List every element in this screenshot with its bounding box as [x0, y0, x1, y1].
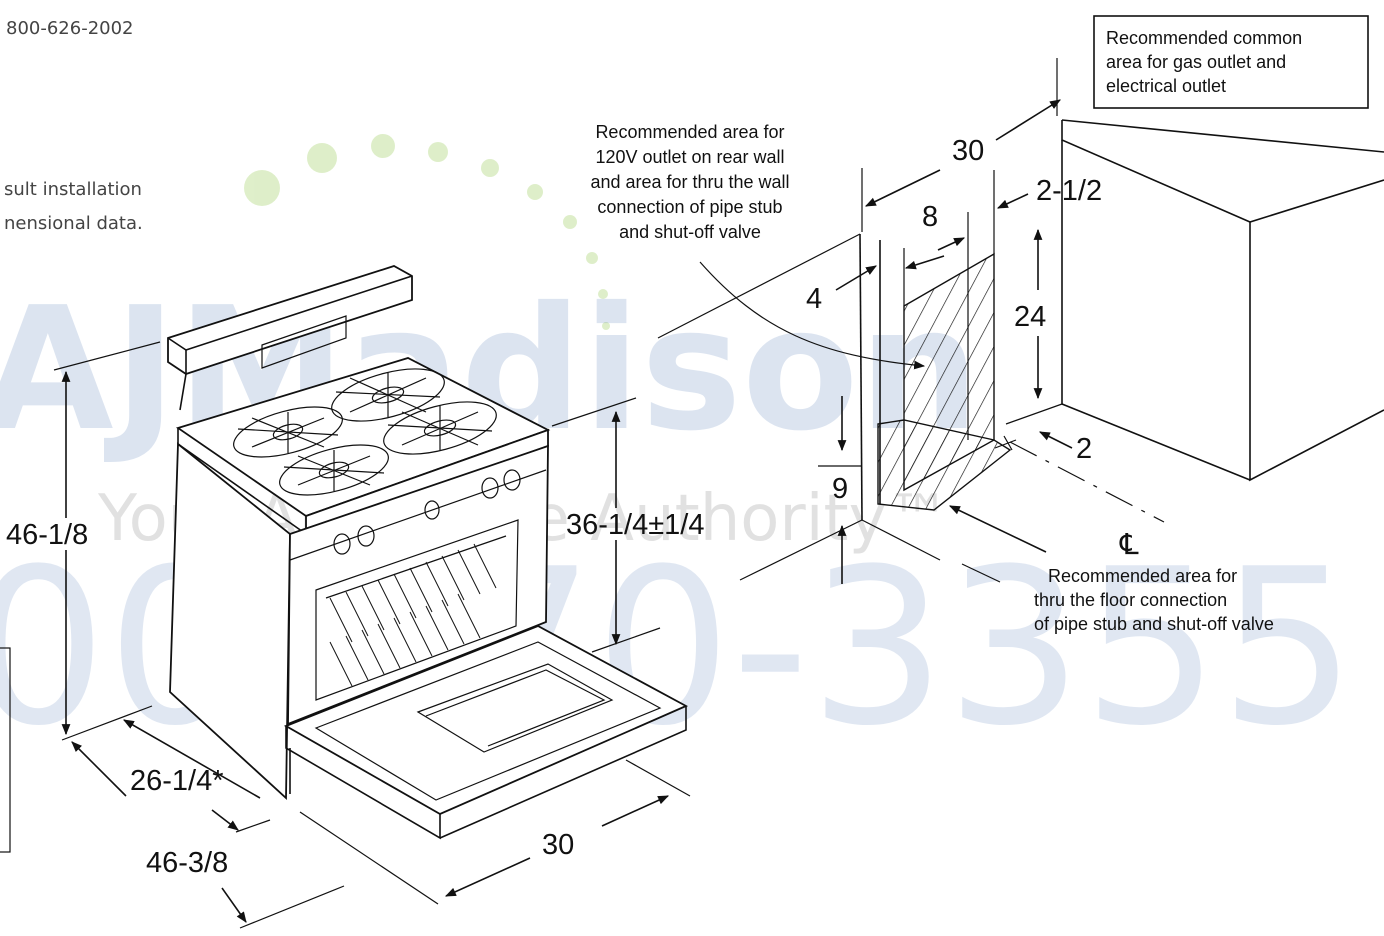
watermark-dots [244, 134, 610, 330]
range-dimensions: 46-1/8 36-1/4±1/4 26-1/4* 46-3/8 30 [6, 341, 704, 929]
callout-rear-line4: connection of pipe stub [597, 197, 782, 217]
dim-cooktop-height: 36-1/4±1/4 [566, 509, 704, 541]
dim-height: 46-1/8 [6, 519, 88, 551]
callout-floor-line3: of pipe stub and shut-off valve [1034, 614, 1274, 634]
callout-rear-line2: 120V outlet on rear wall [595, 147, 784, 167]
wall-installation [657, 58, 1384, 583]
range-illustration [167, 265, 689, 840]
callout-rear-line3: and area for thru the wall [590, 172, 789, 192]
callout-common-line2: area for gas outlet and [1106, 52, 1286, 72]
header-phone: 800-626-2002 [6, 18, 134, 39]
callout-floor-line2: thru the floor connection [1034, 590, 1227, 610]
dim-floor-offset: 9 [832, 473, 848, 505]
callout-floor: Recommended area for thru the floor conn… [1034, 566, 1274, 634]
wall-dimensions: 30 8 2-1/2 24 4 9 2 ℄ [806, 99, 1139, 584]
dim-area-height: 24 [1014, 301, 1046, 333]
callout-rear-line5: and shut-off valve [619, 222, 761, 242]
callout-rear-line1: Recommended area for [595, 122, 784, 142]
callout-common-area: Recommended common area for gas outlet a… [1093, 15, 1369, 109]
dim-wall-width: 30 [952, 135, 984, 167]
callout-rear-wall: Recommended area for 120V outlet on rear… [590, 122, 789, 242]
centerline-symbol: ℄ [1119, 529, 1139, 561]
callout-common-line1: Recommended common [1106, 28, 1302, 48]
left-note-line2: nensional data. [4, 213, 143, 234]
left-edge-box [0, 647, 11, 853]
dim-area-width: 8 [922, 201, 938, 233]
callout-floor-line1: Recommended area for [1048, 566, 1237, 586]
left-note-line1: sult installation [4, 179, 142, 200]
callout-common-line3: electrical outlet [1106, 76, 1226, 96]
dim-depth: 26-1/4* [130, 765, 224, 797]
dim-edge-offset: 2-1/2 [1036, 175, 1102, 207]
dim-width: 30 [542, 829, 574, 861]
dim-centerline-offset: 2 [1076, 433, 1092, 465]
dim-side-offset: 4 [806, 283, 822, 315]
dim-depth-door-open: 46-3/8 [146, 847, 228, 879]
